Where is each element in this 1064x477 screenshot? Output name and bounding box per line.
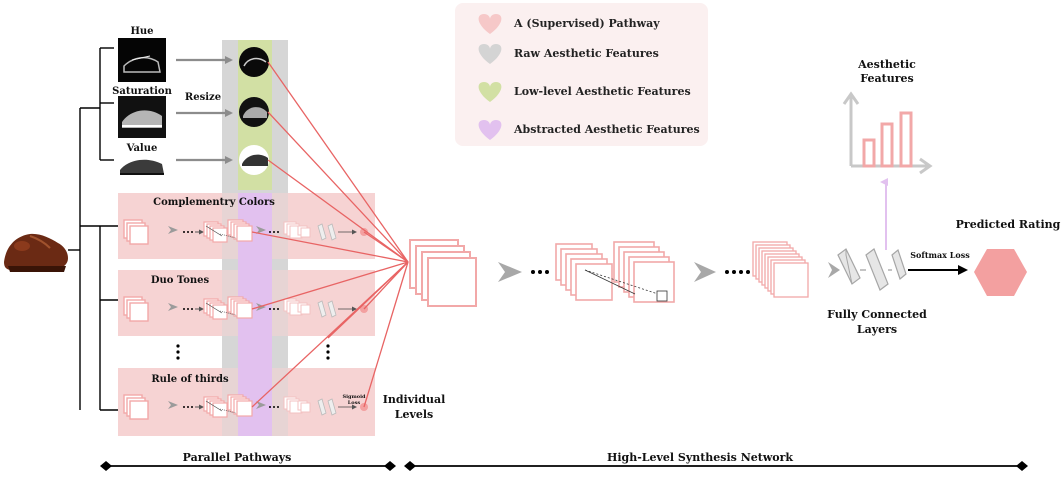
aesthetic-features-chart — [842, 91, 933, 175]
legend-panel — [455, 3, 708, 146]
pathway-title: Complementry Colors — [153, 197, 275, 208]
legend-heart-icon — [478, 44, 502, 64]
hue-thumbnail — [118, 38, 166, 82]
pathway-title: Rule of thirds — [151, 374, 229, 385]
fully-connected-label-2: Layers — [857, 323, 897, 336]
sigmoid-loss-label: Loss — [348, 400, 361, 406]
softmax-loss-label: Softmax Loss — [910, 250, 970, 260]
hue-label: Hue — [130, 26, 153, 37]
input-shoe-image — [4, 233, 68, 272]
legend-heart-icon — [478, 82, 502, 102]
aesthetic-bar — [880, 122, 894, 168]
legend-label: A (Supervised) Pathway — [513, 17, 660, 30]
legend-label: Abstracted Aesthetic Features — [513, 123, 700, 136]
resize-label: Resize — [185, 92, 221, 103]
saturation-label: Saturation — [112, 86, 172, 97]
pathway-ellipsis — [176, 344, 330, 360]
legend-label: Raw Aesthetic Features — [514, 47, 659, 60]
individual-levels-label-2: Levels — [395, 408, 434, 421]
individual-levels-label-1: Individual — [383, 393, 446, 406]
parallel-pathways-label: Parallel Pathways — [183, 451, 292, 464]
synthesis-network-label: High-Level Synthesis Network — [607, 451, 793, 464]
aesthetic-features-label-1: Aesthetic — [857, 58, 916, 71]
bottom-brackets — [100, 461, 1028, 471]
aesthetic-features-label-2: Features — [860, 72, 913, 85]
predicted-rating-label: Predicted Rating — [956, 218, 1061, 231]
fully-connected-label-1: Fully Connected — [827, 308, 927, 321]
predicted-rating-hexagon — [974, 249, 1027, 296]
aesthetic-bar — [862, 138, 876, 168]
synthesis-network — [409, 239, 840, 307]
legend-heart-icon — [478, 120, 502, 140]
input-tree-lines — [68, 47, 118, 411]
hsv-thumbnails — [118, 38, 166, 175]
value-thumbnail — [120, 159, 164, 175]
convergence-lines — [251, 61, 409, 408]
value-label: Value — [126, 143, 158, 154]
resized-circles — [239, 47, 269, 175]
fully-connected-layers — [837, 248, 907, 291]
sigmoid-loss-label: Sigmoid — [342, 394, 366, 400]
pathway-title: Duo Tones — [151, 275, 210, 286]
resize-arrows — [176, 56, 233, 164]
legend-label: Low-level Aesthetic Features — [514, 85, 691, 98]
legend-heart-icon — [478, 14, 502, 34]
aesthetic-bar — [899, 111, 913, 168]
